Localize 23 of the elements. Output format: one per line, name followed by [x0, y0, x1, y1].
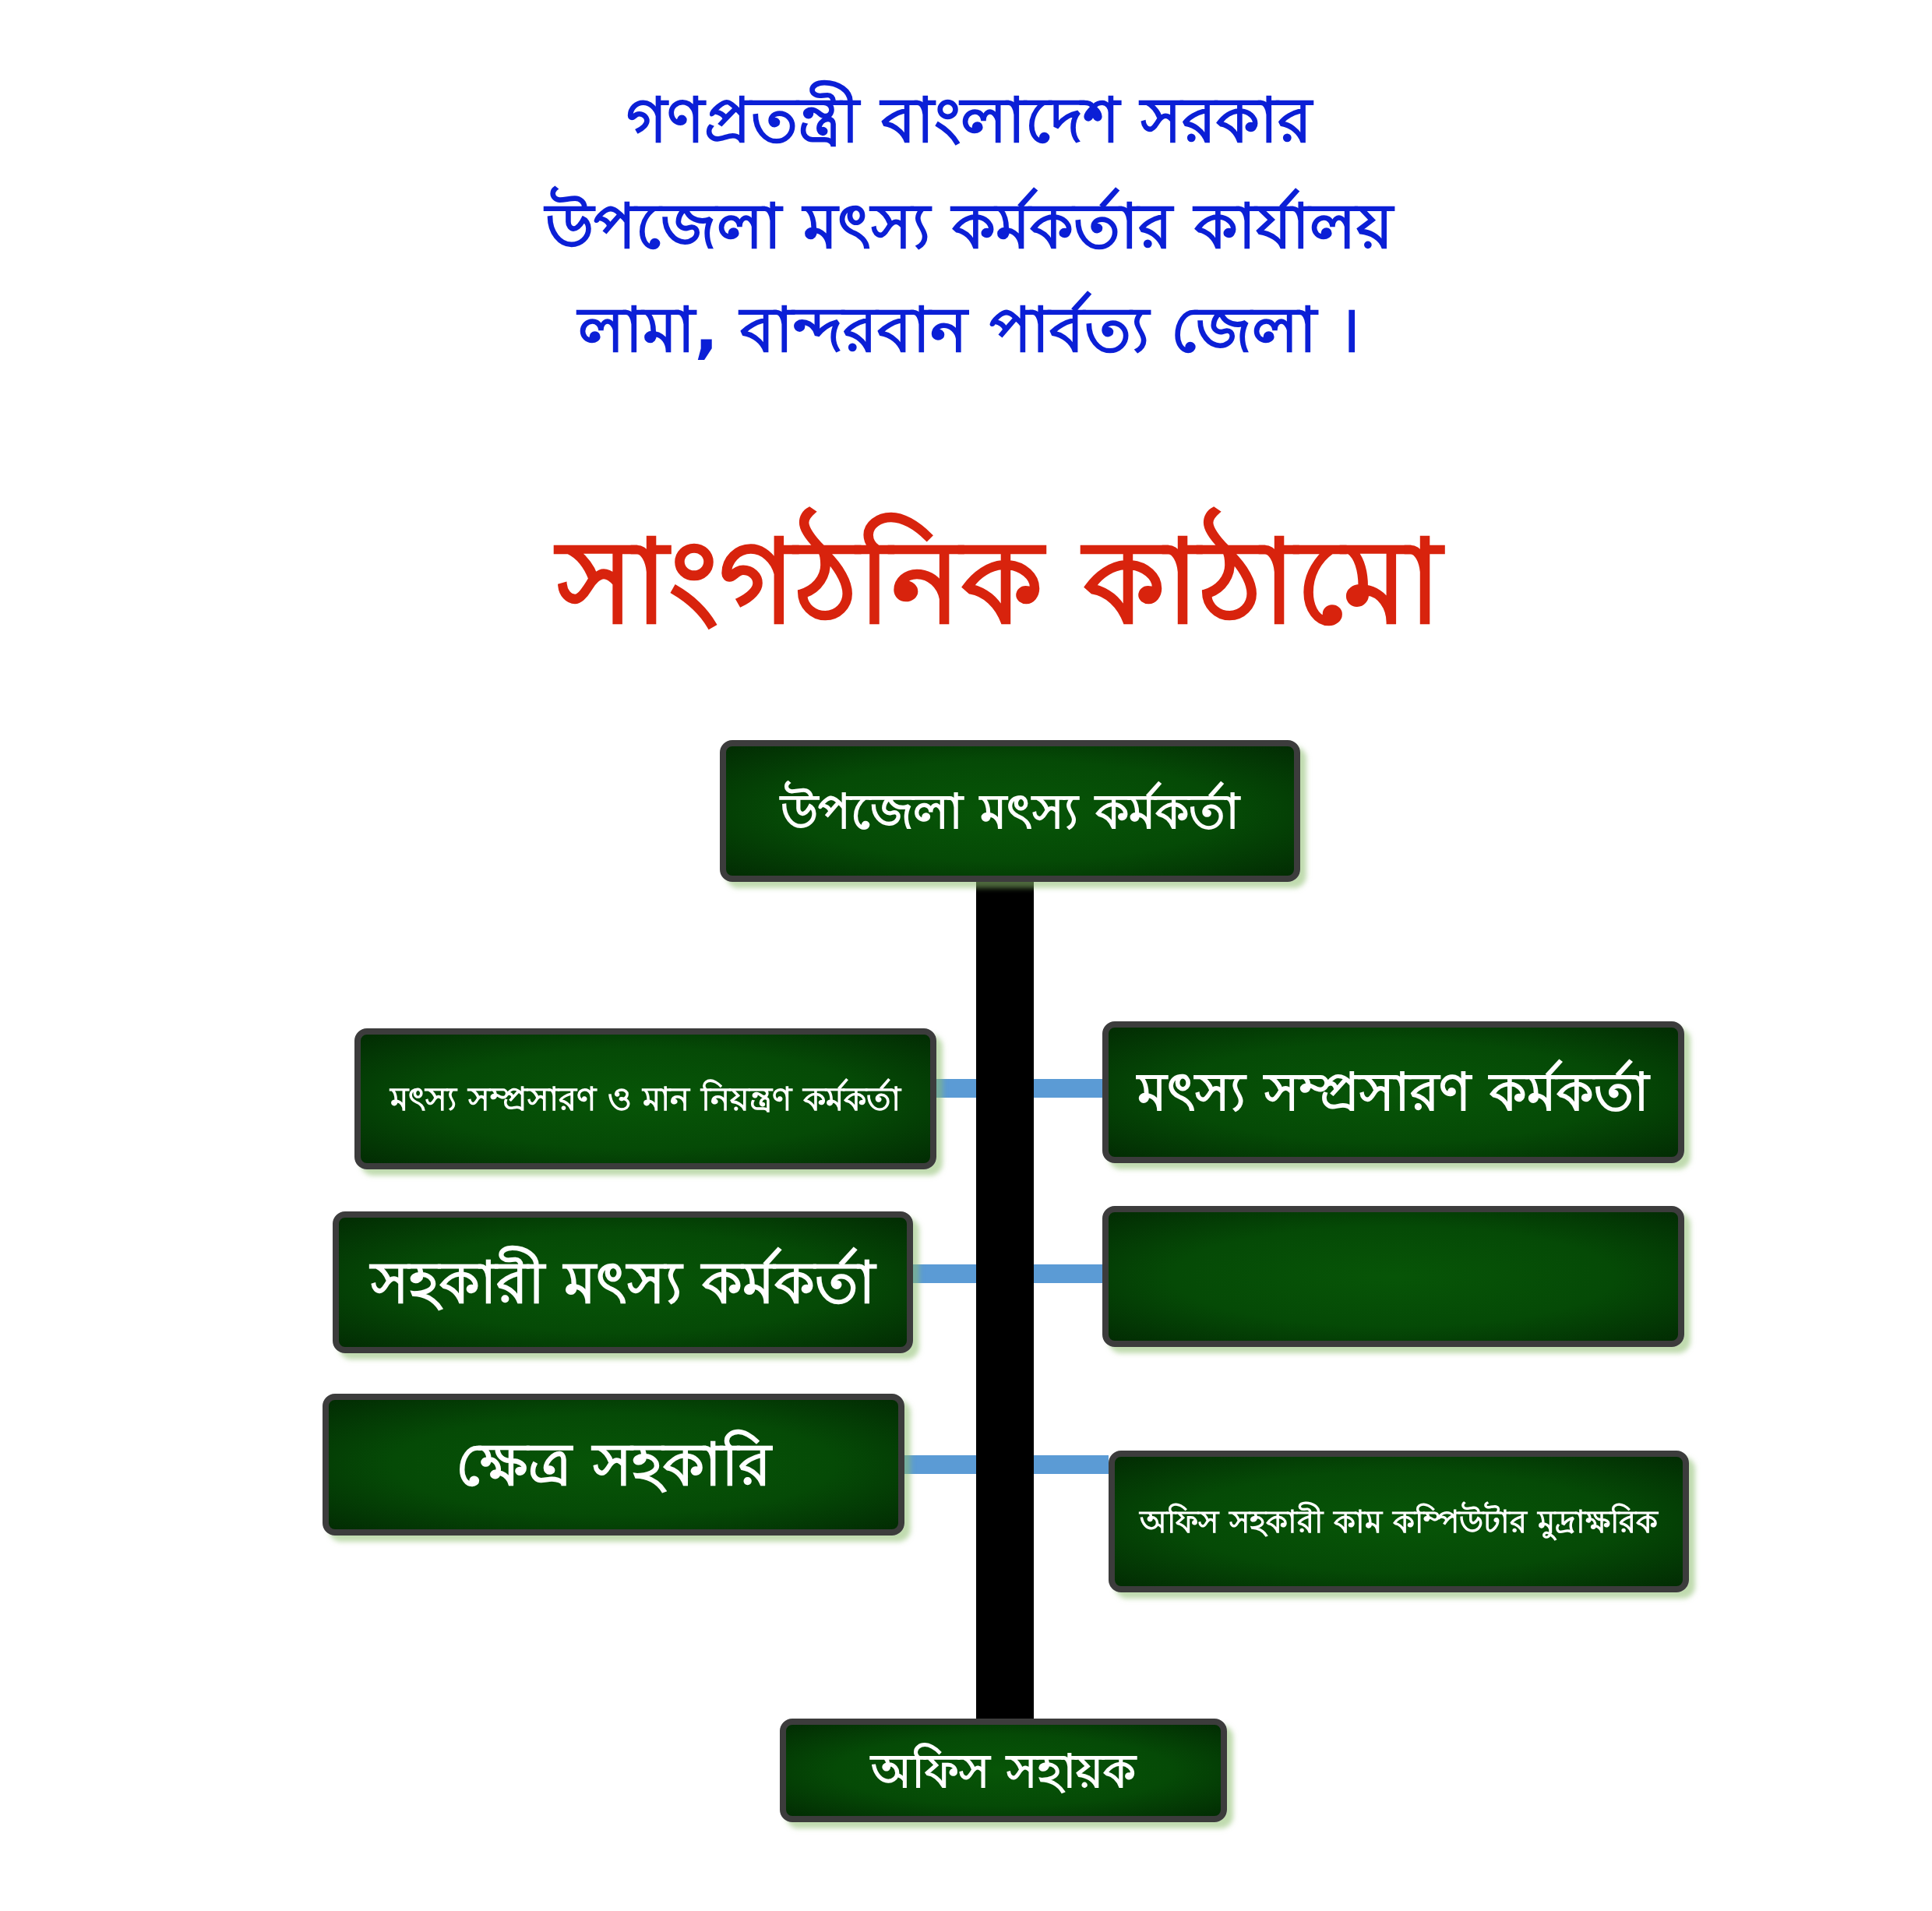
position-label: সহকারী মৎস্য কর্মকর্তা	[370, 1239, 876, 1326]
connector-line	[1034, 1264, 1102, 1283]
position-box	[1102, 1206, 1684, 1347]
connector-line	[1034, 1079, 1102, 1098]
connector-line	[1034, 1455, 1109, 1474]
connector-line	[913, 1264, 976, 1283]
position-label: উপজেলা মৎস্য কর্মকর্তা	[781, 780, 1239, 841]
position-box	[720, 740, 1300, 882]
position-box	[333, 1211, 913, 1353]
header-line: লামা, বান্দরবান পার্বত্য জেলা ।	[577, 280, 1361, 380]
position-box	[1102, 1021, 1684, 1163]
position-label: মৎস্য সম্প্রসারণ ও মান নিয়ন্ত্রণ কর্মকর্তা	[390, 1077, 901, 1119]
position-label: মৎস্য সম্প্রসারণ কর্মকর্তা	[1137, 1052, 1649, 1132]
connector-line	[904, 1455, 976, 1474]
position-box	[780, 1719, 1227, 1822]
position-label: অফিস সহায়ক	[871, 1742, 1136, 1800]
position-box	[1109, 1451, 1689, 1592]
position-box	[323, 1394, 904, 1535]
connector-line	[936, 1079, 976, 1098]
position-label: ক্ষেত্র সহকারি	[456, 1428, 771, 1500]
position-box	[354, 1028, 936, 1169]
position-label: অফিস সহকারী কাম কম্পিউটার মুদ্রাক্ষরিক	[1140, 1498, 1658, 1545]
header-line: গণপ্রতন্ত্রী বাংলাদেশ সরকার	[626, 71, 1313, 171]
